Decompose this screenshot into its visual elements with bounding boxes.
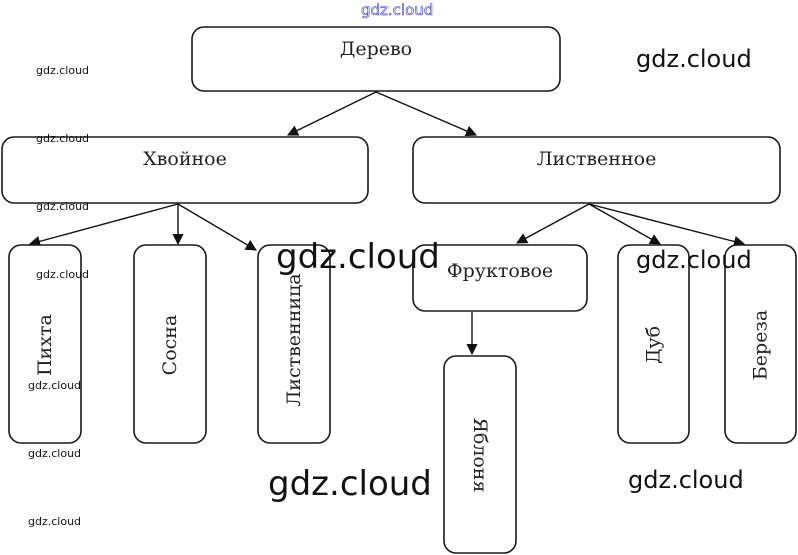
node-apple: Яблоня (443, 355, 517, 554)
watermark: gdz.cloud (36, 132, 90, 145)
watermark-top: gdz.cloud (361, 1, 434, 19)
node-birch: Береза (724, 244, 797, 444)
node-box (191, 26, 561, 92)
edge-deciduous-to-birch (588, 203, 746, 247)
watermark: gdz.cloud (636, 246, 752, 274)
node-pine: Сосна (133, 244, 207, 444)
node-box (8, 244, 82, 444)
node-label: Дерево (340, 38, 412, 60)
node-label: Сосна (159, 315, 181, 376)
node-root: Дерево (191, 26, 561, 92)
node-label: Дуб (643, 326, 665, 364)
node-box (617, 244, 690, 444)
edge-deciduous-to-oak (588, 203, 661, 245)
node-label: Яблоня (469, 418, 491, 493)
edges-layer (28, 91, 746, 356)
watermark: gdz.cloud (276, 237, 440, 277)
watermark: gdz.cloud (36, 200, 90, 213)
watermark: gdz.cloud (28, 379, 82, 392)
node-label: Хвойное (143, 148, 227, 170)
node-label: Лиственница (283, 273, 305, 406)
edge-deciduous-to-fruit (516, 203, 590, 244)
node-label: Береза (750, 310, 772, 380)
node-conifer: Хвойное (1, 136, 369, 204)
watermark: gdz.cloud (268, 464, 432, 504)
node-box (724, 244, 797, 444)
edge-conifer-to-larch (177, 203, 257, 251)
node-box (1, 136, 369, 204)
node-box (257, 244, 331, 444)
node-larch: Лиственница (257, 244, 331, 444)
watermark: gdz.cloud (36, 64, 90, 77)
edge-root-to-deciduous (375, 91, 478, 137)
node-fir: Пихта (8, 244, 82, 444)
node-label: Фруктовое (447, 260, 553, 282)
edge-conifer-to-fir (28, 203, 179, 247)
node-box (133, 244, 207, 444)
node-box (412, 244, 588, 312)
node-fruit: Фруктовое (412, 244, 588, 312)
node-box (412, 136, 781, 204)
watermark: gdz.cloud (628, 466, 744, 494)
node-deciduous: Лиственное (412, 136, 781, 204)
node-oak: Дуб (617, 244, 690, 444)
watermark: gdz.cloud (28, 447, 82, 460)
watermark: gdz.cloud (36, 268, 90, 281)
node-box (443, 355, 517, 554)
watermark: gdz.cloud (28, 515, 82, 528)
node-label: Лиственное (537, 148, 657, 170)
watermark: gdz.cloud (636, 45, 752, 73)
edge-root-to-conifer (286, 91, 377, 136)
node-label: Пихта (34, 314, 56, 376)
